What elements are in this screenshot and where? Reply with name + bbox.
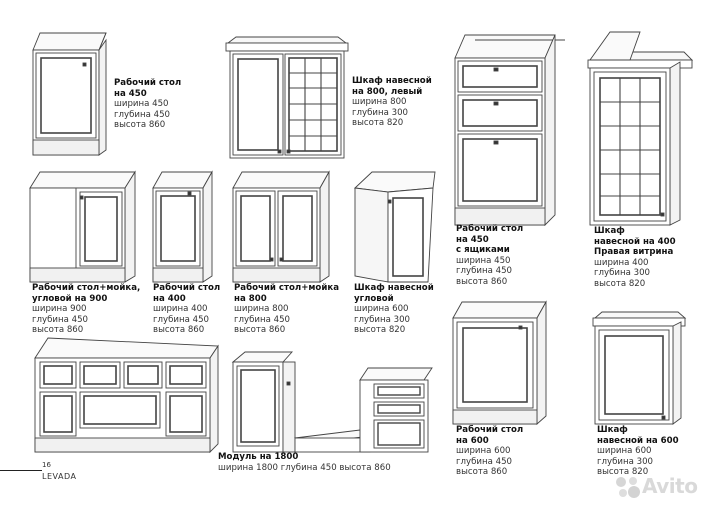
caption-dim-width: ширина 400 (153, 304, 208, 315)
caption-dim-depth: глубина 300 (597, 456, 653, 467)
caption-dim-width: ширина 600 (354, 304, 409, 315)
caption-dim-depth: глубина 450 (456, 266, 512, 277)
caption-base-450-drawers: Рабочий стол на 450 с ящиками ширина 450… (456, 224, 523, 288)
caption-dim-height: высота 820 (352, 118, 404, 129)
caption-title-line: Рабочий стол (456, 425, 524, 435)
caption-dim-height: высота 860 (114, 120, 166, 131)
caption-title-line: с ящиками (456, 245, 510, 256)
caption-title-line: Правая витрина (594, 247, 674, 258)
caption-dim-height: высота 820 (597, 467, 649, 478)
caption-title-line: на 600 (456, 435, 489, 446)
caption-dim-height: высота 860 (32, 325, 84, 336)
caption-title-line: на 450 (456, 234, 489, 245)
caption-corner-sink-900: Рабочий стол+мойка, угловой на 900 ширин… (32, 283, 140, 336)
caption-title-line: навесной на 600 (597, 435, 679, 446)
caption-title-line: Шкаф навесной (354, 283, 434, 293)
caption-dim-height: высота 820 (354, 325, 406, 336)
caption-dim-width: ширина 400 (594, 257, 649, 268)
caption-wall-800-left: Шкаф навесной на 800, левый ширина 800 г… (352, 76, 432, 129)
caption-dim-height: высота 860 (456, 276, 508, 287)
caption-module-1800: Модуль на 1800 ширина 1800 глубина 450 в… (218, 452, 391, 473)
caption-dim-height: высота 820 (594, 278, 646, 289)
caption-sink-800: Рабочий стол+мойка на 800 ширина 800 глу… (234, 283, 339, 336)
caption-dim-depth: глубина 450 (114, 109, 170, 120)
avito-dots-icon (616, 477, 640, 498)
drawing-base-400 (152, 170, 213, 283)
drawing-sink-800 (232, 170, 330, 283)
caption-dim-width: ширина 450 (114, 99, 169, 110)
caption-dim-depth: глубина 300 (354, 314, 410, 325)
caption-base-400: Рабочий стол на 400 ширина 400 глубина 4… (153, 283, 220, 336)
caption-dim-width: ширина 450 (456, 255, 511, 266)
drawing-base-450 (32, 32, 107, 156)
caption-title-line: на 800 (234, 293, 267, 304)
caption-corner-wall: Шкаф навесной угловой ширина 600 глубина… (354, 283, 434, 336)
caption-dim-width: ширина 800 (352, 97, 407, 108)
page-number: 16 (42, 461, 51, 469)
caption-dim-width: ширина 600 (456, 446, 511, 457)
drawing-corner-sink-900 (29, 170, 136, 283)
caption-dim-depth: глубина 450 (32, 314, 88, 325)
watermark-text: Avito (642, 474, 698, 498)
footer-rule (0, 470, 42, 471)
caption-dim-height: высота 860 (234, 325, 286, 336)
caption-wall-600: Шкаф навесной на 600 ширина 600 глубина … (597, 425, 679, 478)
caption-title-line: Рабочий стол (456, 224, 524, 234)
caption-title-line: Модуль на 1800 (218, 452, 299, 462)
caption-title-line: Шкаф навесной (352, 76, 432, 86)
caption-dim-depth: глубина 450 (456, 456, 512, 467)
drawing-wall-800-left (225, 36, 349, 159)
drawing-wall-400-glass (587, 31, 694, 226)
caption-dim-depth: глубина 300 (594, 268, 650, 279)
caption-dim-width: ширина 900 (32, 304, 87, 315)
caption-title-line: Рабочий стол+мойка (234, 283, 339, 293)
drawing-corner-wall (353, 171, 436, 283)
caption-dim-depth: глубина 300 (352, 107, 408, 118)
caption-dim-depth: глубина 450 (153, 314, 209, 325)
caption-title-line: Рабочий стол (114, 78, 182, 88)
drawing-base-450-drawers (454, 34, 565, 227)
caption-title-line: на 800, левый (352, 86, 423, 97)
brand-name: LEVADA (42, 472, 77, 481)
caption-title-line: Рабочий стол (153, 283, 221, 293)
caption-dim-height: высота 860 (153, 325, 205, 336)
caption-dim-height: высота 860 (456, 467, 508, 478)
caption-dim-width: ширина 800 (234, 304, 289, 315)
caption-title-line: на 400 (153, 293, 186, 304)
drawing-wall-600 (592, 311, 687, 425)
drawing-module-1800 (34, 337, 433, 454)
caption-title-line: угловой (354, 293, 394, 304)
caption-dim-width: ширина 600 (597, 446, 652, 457)
caption-title-line: Шкаф (597, 425, 628, 435)
caption-title-line: Шкаф (594, 226, 625, 236)
caption-title-line: угловой на 900 (32, 293, 108, 304)
caption-title-line: Рабочий стол+мойка, (32, 283, 141, 293)
caption-dims: ширина 1800 глубина 450 высота 860 (218, 462, 391, 473)
caption-wall-400-glass: Шкаф навесной на 400 Правая витрина шири… (594, 226, 676, 290)
caption-base-450: Рабочий стол на 450 ширина 450 глубина 4… (114, 78, 181, 131)
caption-base-600: Рабочий стол на 600 ширина 600 глубина 4… (456, 425, 523, 478)
caption-dim-depth: глубина 450 (234, 314, 290, 325)
caption-title-line: на 450 (114, 88, 147, 99)
drawing-base-600 (452, 300, 547, 426)
caption-title-line: навесной на 400 (594, 236, 676, 247)
